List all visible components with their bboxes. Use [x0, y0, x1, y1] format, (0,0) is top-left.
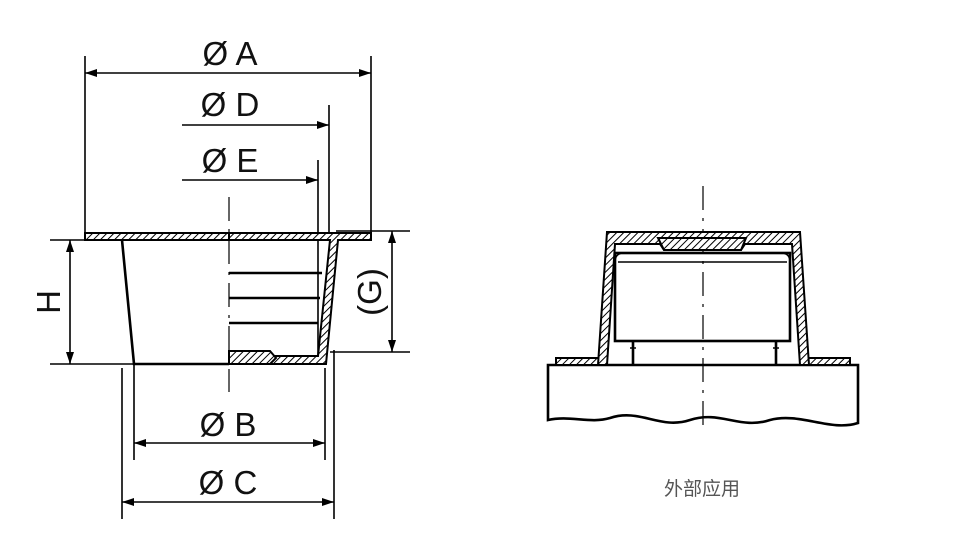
label-diameter-d: Ø D	[201, 86, 260, 123]
cap-bottom-section	[228, 350, 278, 365]
plug-body	[613, 251, 792, 343]
section-view: Ø A Ø D Ø E Ø B Ø C H (G)	[30, 35, 410, 519]
application-caption: 外部应用	[664, 478, 740, 500]
label-height-h: H	[30, 290, 67, 314]
flange-left-section	[84, 232, 230, 241]
label-diameter-b: Ø B	[200, 406, 257, 443]
label-height-g: (G)	[351, 268, 388, 316]
base-flange-left	[555, 357, 601, 366]
label-diameter-a: Ø A	[202, 35, 257, 72]
plug-corners	[614, 252, 791, 263]
plug-neck	[631, 341, 778, 365]
cap-left-wall	[120, 239, 229, 366]
base-flange-right	[805, 357, 851, 366]
application-view: 外部应用	[546, 186, 860, 500]
label-diameter-e: Ø E	[202, 142, 259, 179]
cap-top-insert	[656, 237, 748, 251]
mounting-base	[546, 363, 860, 427]
cap-shell-section	[596, 231, 811, 366]
label-diameter-c: Ø C	[199, 464, 258, 501]
